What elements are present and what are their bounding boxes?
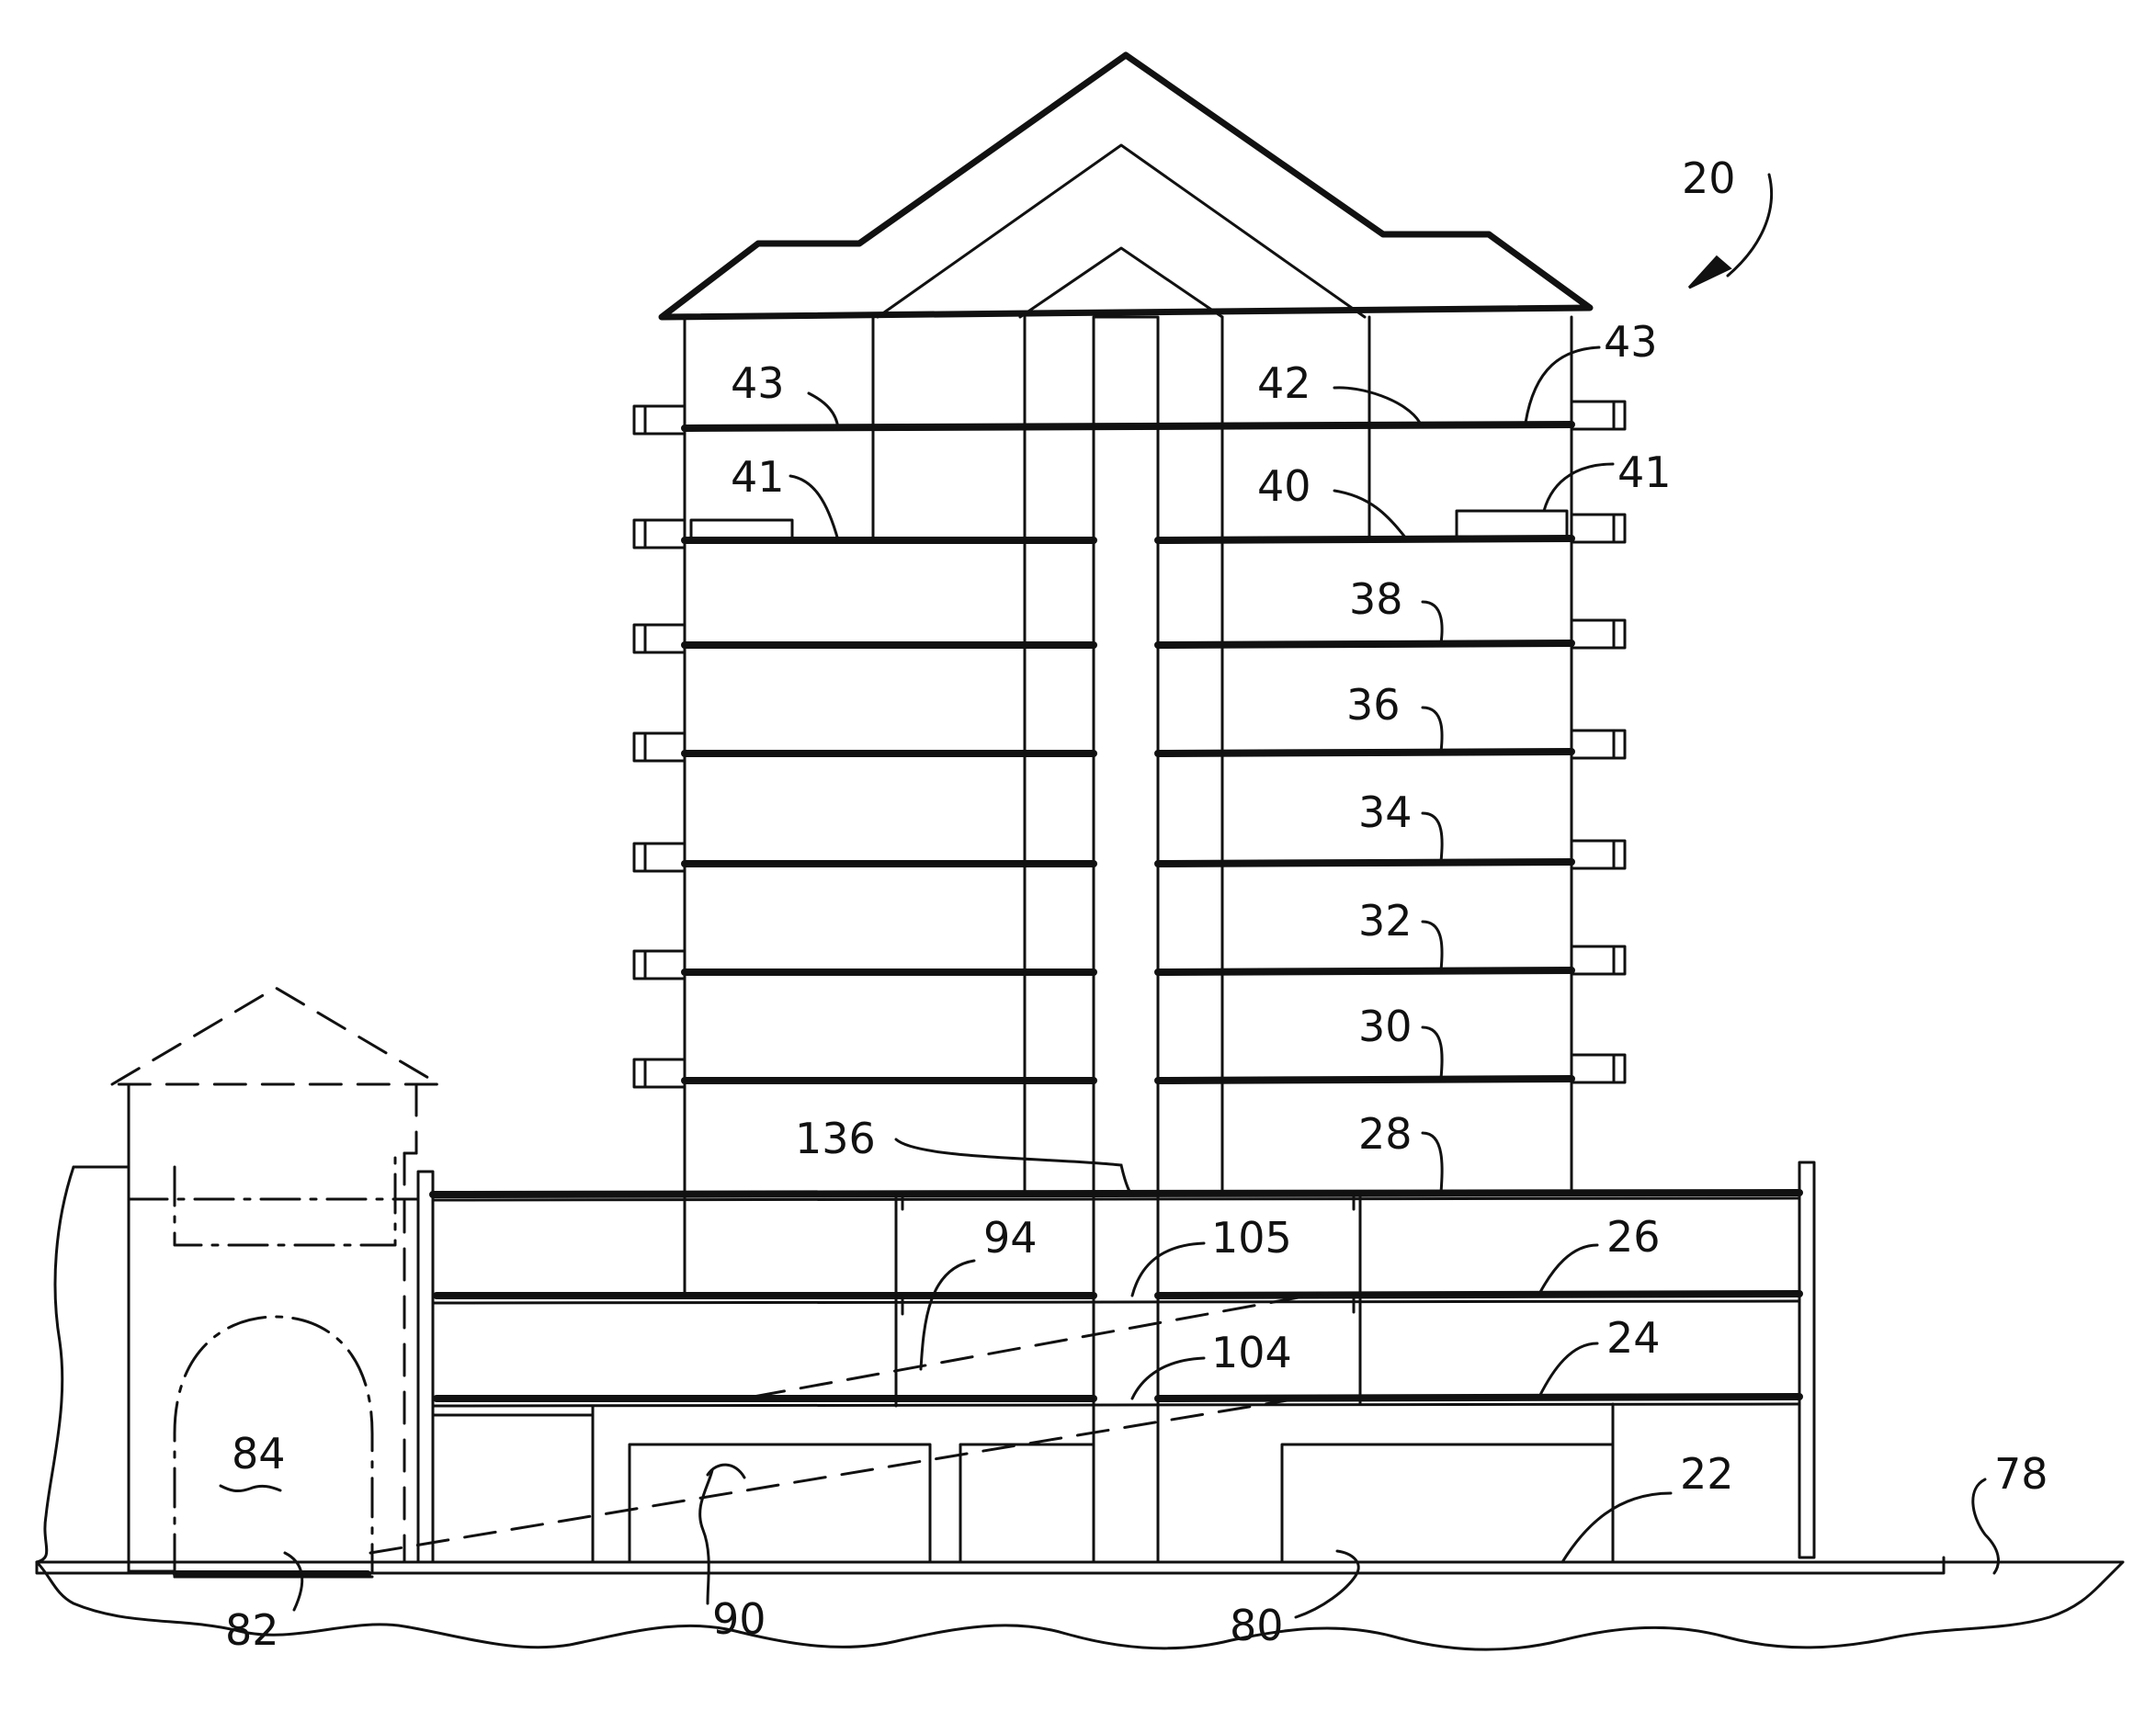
label-78: 78 xyxy=(1994,1449,2048,1499)
label-84: 84 xyxy=(232,1429,286,1478)
label-38: 38 xyxy=(1349,574,1403,624)
label-34: 34 xyxy=(1358,787,1413,837)
label-82: 82 xyxy=(225,1605,279,1655)
reference-labels: 20 43 42 43 41 40 41 38 36 34 32 30 28 1… xyxy=(225,153,2048,1655)
label-26: 26 xyxy=(1606,1212,1661,1262)
label-41-left: 41 xyxy=(731,452,785,502)
gatehouse xyxy=(37,988,439,1577)
label-30: 30 xyxy=(1358,1002,1413,1051)
label-36: 36 xyxy=(1346,680,1401,730)
label-42: 42 xyxy=(1257,358,1311,408)
label-32: 32 xyxy=(1358,896,1413,946)
label-80: 80 xyxy=(1230,1601,1284,1650)
label-40: 40 xyxy=(1257,461,1311,511)
tower xyxy=(634,55,1625,1562)
label-136: 136 xyxy=(795,1114,876,1163)
label-22: 22 xyxy=(1680,1449,1734,1499)
label-43-right: 43 xyxy=(1604,317,1658,367)
label-20: 20 xyxy=(1682,153,1736,203)
label-90: 90 xyxy=(712,1594,766,1644)
balconies-right xyxy=(1572,402,1625,1082)
label-24: 24 xyxy=(1606,1313,1661,1363)
label-94: 94 xyxy=(983,1213,1038,1263)
label-41-right: 41 xyxy=(1617,447,1672,497)
label-28: 28 xyxy=(1358,1109,1413,1159)
label-43-left: 43 xyxy=(731,358,785,408)
label-104: 104 xyxy=(1211,1328,1292,1377)
balconies-left xyxy=(634,406,685,1087)
label-105: 105 xyxy=(1211,1213,1292,1263)
